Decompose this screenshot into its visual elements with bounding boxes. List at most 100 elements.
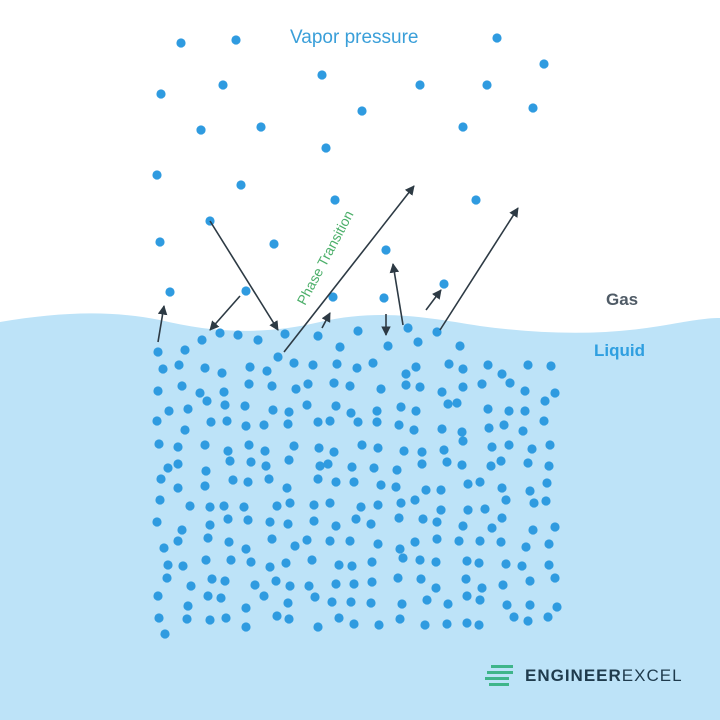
motion-arrow <box>157 305 168 343</box>
liquid-particle <box>178 561 188 571</box>
surface-particle <box>273 352 283 362</box>
liquid-particle <box>228 475 238 485</box>
liquid-particle <box>264 474 274 484</box>
liquid-particle <box>497 513 507 523</box>
liquid-particle <box>349 619 359 629</box>
brand-mark-icon <box>485 665 513 686</box>
motion-arrow <box>209 295 241 331</box>
gas-particle <box>528 103 538 113</box>
liquid-particle <box>203 533 213 543</box>
liquid-particle <box>186 581 196 591</box>
liquid-particle <box>552 602 562 612</box>
gas-particle <box>381 245 391 255</box>
liquid-particle <box>183 404 193 414</box>
liquid-particle <box>458 521 468 531</box>
liquid-region <box>0 313 720 720</box>
liquid-particle <box>345 381 355 391</box>
liquid-particle <box>177 381 187 391</box>
liquid-particle <box>313 417 323 427</box>
gas-particle <box>269 239 279 249</box>
liquid-particle <box>241 544 251 554</box>
liquid-particle <box>544 539 554 549</box>
liquid-particle <box>267 381 277 391</box>
motion-arrow <box>389 263 404 326</box>
liquid-particle <box>483 404 493 414</box>
surface-particle <box>233 330 243 340</box>
gas-particle <box>330 195 340 205</box>
liquid-particle <box>544 461 554 471</box>
liquid-particle <box>246 557 256 567</box>
liquid-particle <box>226 555 236 565</box>
liquid-particle <box>267 534 277 544</box>
liquid-particle <box>222 416 232 426</box>
liquid-particle <box>243 515 253 525</box>
gas-particle <box>415 80 425 90</box>
liquid-particle <box>206 417 216 427</box>
gas-particle <box>152 170 162 180</box>
liquid-particle <box>410 495 420 505</box>
liquid-particle <box>458 382 468 392</box>
liquid-particle <box>325 498 335 508</box>
liquid-particle <box>302 400 312 410</box>
gas-particle <box>241 286 251 296</box>
liquid-particle <box>502 600 512 610</box>
liquid-particle <box>329 378 339 388</box>
arrows-group <box>157 185 519 353</box>
gas-particle <box>231 35 241 45</box>
liquid-particle <box>496 537 506 547</box>
liquid-particle <box>457 427 467 437</box>
gas-particle <box>328 292 338 302</box>
liquid-particle <box>182 614 192 624</box>
liquid-particle <box>474 620 484 630</box>
liquid-particle <box>401 369 411 379</box>
liquid-particle <box>540 396 550 406</box>
surface-particle <box>215 328 225 338</box>
liquid-particle <box>152 416 162 426</box>
particles-group <box>152 33 562 639</box>
liquid-particle <box>240 401 250 411</box>
liquid-particle <box>174 360 184 370</box>
liquid-particle <box>367 577 377 587</box>
liquid-particle <box>550 388 560 398</box>
liquid-particle <box>200 481 210 491</box>
liquid-particle <box>164 406 174 416</box>
motion-arrow <box>439 207 519 331</box>
liquid-particle <box>315 461 325 471</box>
liquid-particle <box>517 561 527 571</box>
liquid-particle <box>349 579 359 589</box>
liquid-particle <box>289 358 299 368</box>
liquid-particle <box>308 360 318 370</box>
liquid-particle <box>309 500 319 510</box>
liquid-particle <box>525 600 535 610</box>
liquid-particle <box>483 360 493 370</box>
liquid-particle <box>331 579 341 589</box>
liquid-particle <box>195 388 205 398</box>
liquid-particle <box>272 611 282 621</box>
liquid-particle <box>200 363 210 373</box>
liquid-particle <box>525 486 535 496</box>
motion-arrow <box>321 312 331 329</box>
liquid-particle <box>442 457 452 467</box>
liquid-particle <box>395 614 405 624</box>
liquid-particle <box>303 379 313 389</box>
liquid-particle <box>154 613 164 623</box>
liquid-particle <box>265 562 275 572</box>
phase-transition-label: Phase Transition <box>294 208 357 308</box>
liquid-particle <box>484 423 494 433</box>
liquid-particle <box>331 477 341 487</box>
liquid-particle <box>392 465 402 475</box>
liquid-particle <box>461 574 471 584</box>
liquid-particle <box>302 535 312 545</box>
liquid-particle <box>265 517 275 527</box>
liquid-particle <box>185 501 195 511</box>
gas-particle <box>156 89 166 99</box>
liquid-particle <box>432 534 442 544</box>
liquid-particle <box>241 421 251 431</box>
liquid-particle <box>452 398 462 408</box>
brand-logo: ENGINEEREXCEL <box>485 665 683 687</box>
gas-particle <box>218 80 228 90</box>
liquid-particle <box>520 406 530 416</box>
liquid-particle <box>289 441 299 451</box>
surface-particle <box>455 341 465 351</box>
liquid-particle <box>421 485 431 495</box>
